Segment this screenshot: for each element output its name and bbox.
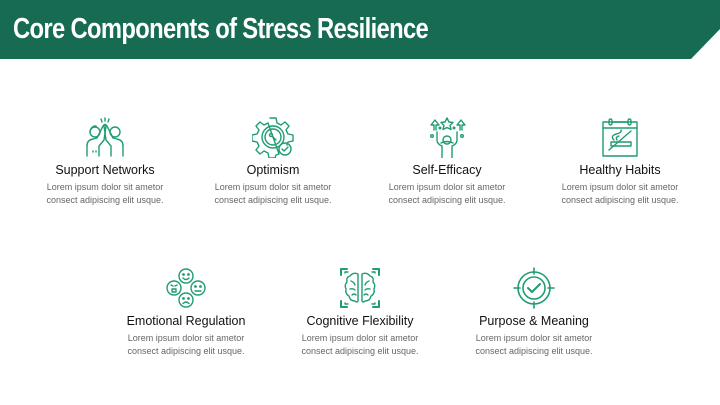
- component-purpose-meaning: Purpose & Meaning Lorem ipsum dolor sit …: [448, 267, 620, 358]
- component-desc-line-2: consect adipiscing elit usque.: [214, 195, 332, 205]
- component-desc-line-2: consect adipiscing elit usque.: [475, 346, 593, 356]
- component-optimism: Optimism Lorem ipsum dolor sit ametor co…: [187, 116, 359, 207]
- component-self-efficacy: Self-Efficacy Lorem ipsum dolor sit amet…: [361, 116, 533, 207]
- high-five-icon: [84, 116, 126, 158]
- component-title: Cognitive Flexibility: [306, 314, 414, 328]
- calendar-no-smoking-icon: [599, 116, 641, 158]
- component-cognitive-flexibility: Cognitive Flexibility Lorem ipsum dolor …: [274, 267, 446, 358]
- component-desc-line-1: Lorem ipsum dolor sit ametor: [46, 182, 164, 192]
- component-desc-line-1: Lorem ipsum dolor sit ametor: [301, 333, 419, 343]
- component-desc-line-1: Lorem ipsum dolor sit ametor: [388, 182, 506, 192]
- component-support-networks: Support Networks Lorem ipsum dolor sit a…: [19, 116, 191, 207]
- component-title: Emotional Regulation: [126, 314, 246, 328]
- component-desc-line-2: consect adipiscing elit usque.: [127, 346, 245, 356]
- target-check-icon: [513, 267, 555, 309]
- title-banner: [0, 0, 720, 59]
- component-desc-line-2: consect adipiscing elit usque.: [301, 346, 419, 356]
- person-stars-icon: [426, 116, 468, 158]
- component-desc-line-1: Lorem ipsum dolor sit ametor: [214, 182, 332, 192]
- emotion-faces-icon: [165, 267, 207, 309]
- component-desc-line-2: consect adipiscing elit usque.: [388, 195, 506, 205]
- slide-title: Core Components of Stress Resilience: [13, 13, 429, 45]
- brain-scan-icon: [339, 267, 381, 309]
- component-desc-line-2: consect adipiscing elit usque.: [561, 195, 679, 205]
- component-title: Optimism: [246, 163, 300, 177]
- component-desc-line-1: Lorem ipsum dolor sit ametor: [127, 333, 245, 343]
- component-desc-line-1: Lorem ipsum dolor sit ametor: [561, 182, 679, 192]
- component-title: Support Networks: [55, 163, 155, 177]
- component-desc-line-1: Lorem ipsum dolor sit ametor: [475, 333, 593, 343]
- gear-gauge-check-icon: [252, 116, 294, 158]
- component-emotional-regulation: Emotional Regulation Lorem ipsum dolor s…: [100, 267, 272, 358]
- component-healthy-habits: Healthy Habits Lorem ipsum dolor sit ame…: [534, 116, 706, 207]
- component-title: Healthy Habits: [579, 163, 661, 177]
- component-title: Purpose & Meaning: [479, 314, 589, 328]
- component-title: Self-Efficacy: [412, 163, 482, 177]
- component-desc-line-2: consect adipiscing elit usque.: [46, 195, 164, 205]
